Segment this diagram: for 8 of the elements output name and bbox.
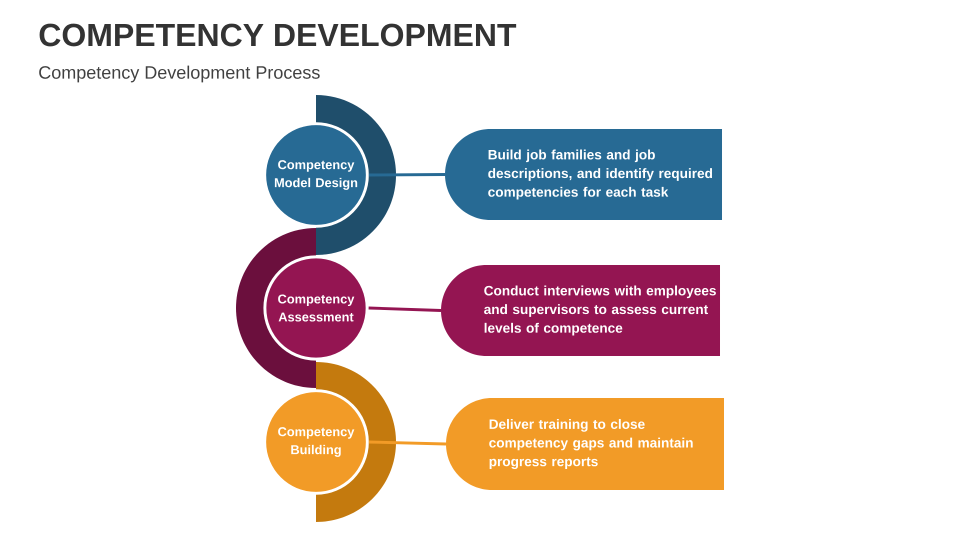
subtitle: Competency Development Process [39,66,320,82]
connector-line [368,173,446,176]
description-box: Deliver training to close competency gaps and maintain progress reports [446,398,724,490]
connector-line [368,306,442,312]
description-box: Conduct interviews with employees and supervisors to assess current levels of competence [441,265,720,356]
connector-line [368,440,446,446]
title: COMPETENCY DEVELOPMENT [40,24,516,46]
description-box: Build job families and job descriptions, and identify required competencies for each task [445,129,722,220]
